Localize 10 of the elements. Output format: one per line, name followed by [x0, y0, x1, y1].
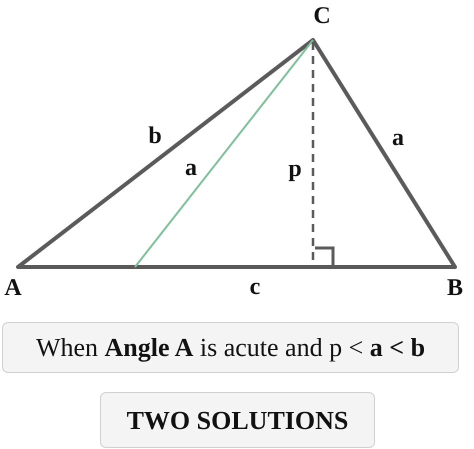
side-label: p [288, 157, 302, 181]
result-box: TWO SOLUTIONS [100, 392, 375, 448]
side-label: c [250, 275, 260, 299]
vertex-label: B [447, 276, 463, 300]
side-label: a [185, 156, 197, 180]
condition-box: When Angle A is acute and p < a < b [2, 322, 459, 373]
side-label: a [392, 126, 404, 150]
vertex-label: A [4, 276, 22, 300]
side-label: b [148, 124, 162, 148]
vertex-label: C [313, 4, 331, 28]
